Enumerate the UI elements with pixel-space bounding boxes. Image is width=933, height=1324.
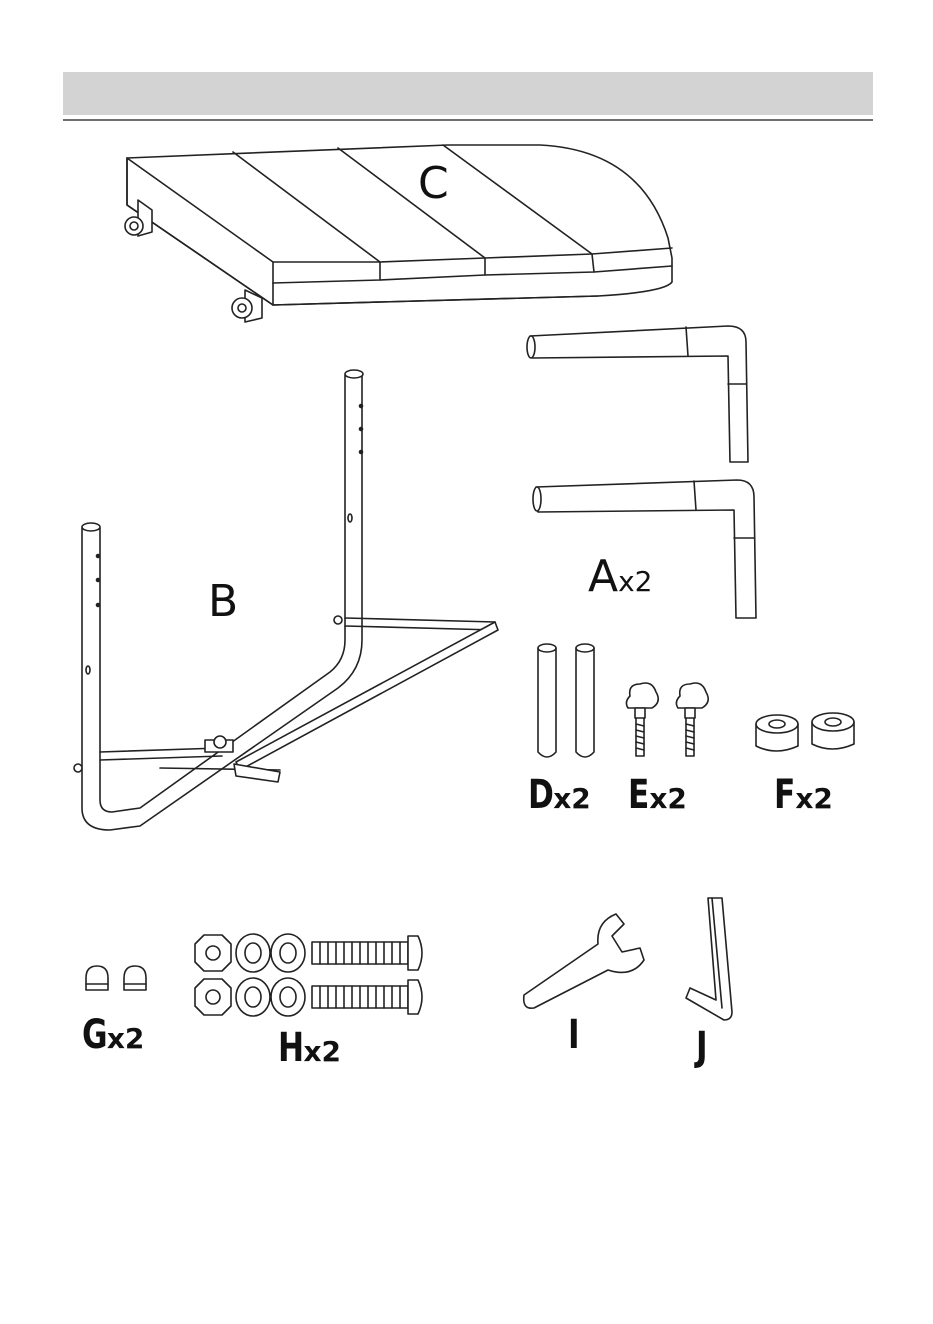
part-j-hexkey <box>686 898 732 1020</box>
part-i-wrench <box>524 914 644 1008</box>
part-f-spacers <box>756 713 854 751</box>
label-part-a: Ax2 <box>588 555 653 599</box>
label-part-e: Ex2 <box>628 775 687 815</box>
label-part-c: C <box>418 162 449 206</box>
label-part-h: Hx2 <box>278 1028 341 1068</box>
part-c-tabletop <box>125 145 672 322</box>
part-g-capnuts <box>86 966 146 990</box>
label-part-f: Fx2 <box>774 775 833 815</box>
part-d-sleeves <box>538 644 594 757</box>
part-b-frame <box>74 370 498 830</box>
part-a-tube-upper <box>527 326 748 462</box>
label-part-g: Gx2 <box>82 1015 144 1055</box>
label-part-j: J <box>696 1027 711 1067</box>
label-part-b: B <box>208 580 238 624</box>
part-e-knobs <box>626 683 708 756</box>
label-part-i: I <box>568 1015 583 1055</box>
label-part-d: Dx2 <box>528 775 591 815</box>
part-h-bolt-lower <box>195 978 422 1016</box>
part-h-bolt-upper <box>195 934 422 972</box>
